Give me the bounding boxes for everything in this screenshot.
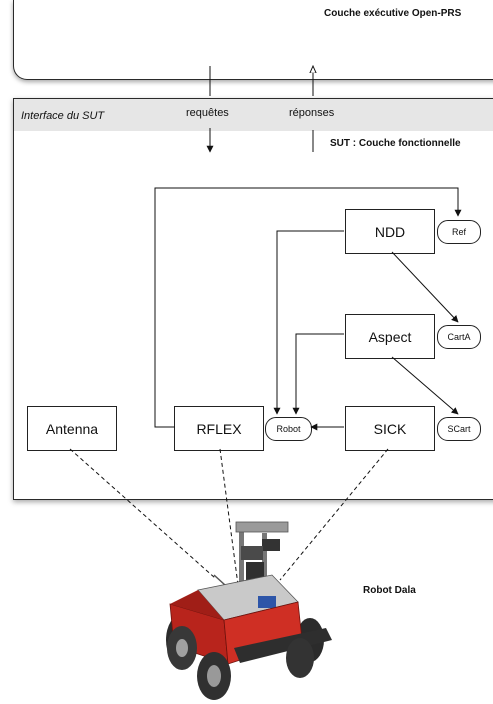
poster-ref: Ref xyxy=(437,220,481,244)
rflex-to-ref-arrow xyxy=(154,187,462,428)
robot-caption: Robot Dala xyxy=(363,585,416,596)
robot-dala-illustration xyxy=(166,521,332,700)
requests-label: requêtes xyxy=(186,107,229,119)
interface-label: Interface du SUT xyxy=(21,110,105,122)
module-antenna: Antenna xyxy=(27,406,117,451)
functional-layer-title: SUT : Couche fonctionnelle xyxy=(330,138,461,149)
poster-carta: CartA xyxy=(437,325,481,349)
executive-layer-title: Couche exécutive Open-PRS xyxy=(324,8,462,19)
functional-layer-box: Interface du SUT requêtes réponses SUT :… xyxy=(13,98,493,500)
executive-layer-box: Couche exécutive Open-PRS xyxy=(13,0,493,80)
antenna-dashed-link xyxy=(69,448,216,579)
aspect-to-scart-arrow xyxy=(391,356,459,415)
ndd-to-carta-arrow xyxy=(391,251,459,323)
ndd-to-robot-arrow xyxy=(273,230,344,415)
responses-label: réponses xyxy=(289,107,335,119)
sick-dashed-link xyxy=(279,448,389,581)
module-ndd: NDD xyxy=(345,209,435,254)
interface-band xyxy=(14,99,493,131)
aspect-to-robot-arrow xyxy=(292,333,344,415)
module-rflex: RFLEX xyxy=(174,406,264,451)
rflex-dashed-link xyxy=(219,448,241,601)
module-aspect: Aspect xyxy=(345,314,435,359)
poster-scart: SCart xyxy=(437,417,481,441)
module-sick: SICK xyxy=(345,406,435,451)
